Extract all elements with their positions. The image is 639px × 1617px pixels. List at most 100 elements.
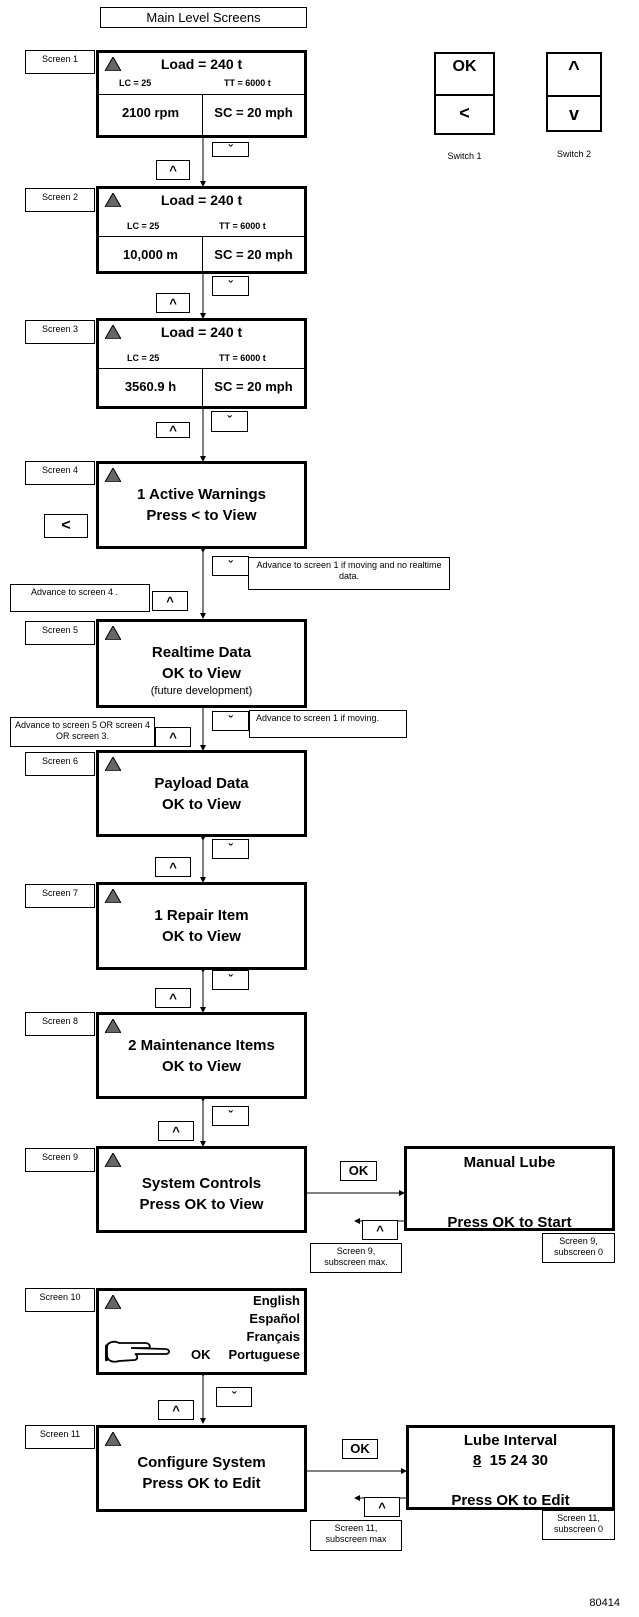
figure-id: 80414 [589,1597,620,1609]
up-key[interactable]: ^ [158,1121,194,1141]
up-key[interactable]: ^ [155,857,191,877]
warning-icon [105,889,121,903]
screen-11-subscreen-0-tag: Screen 11, subscreen 0 [542,1510,615,1540]
switch-1[interactable]: OK < [434,52,495,135]
down-key[interactable]: ˇ [211,411,248,432]
up-key[interactable]: ^ [158,1400,194,1420]
tt-label: TT = 6000 t [219,353,266,363]
down-key[interactable]: ˇ [212,142,249,157]
up-key[interactable]: ^ [364,1497,400,1517]
screen-5-line2: OK to View [162,665,241,682]
speed-value: SC = 20 mph [214,105,293,120]
down-key-label: v [568,104,579,124]
lube-interval-footer: Press OK to Edit [451,1492,570,1509]
screen-9-subscreen-0-tag: Screen 9, subscreen 0 [542,1233,615,1263]
lc-label: LC = 25 [119,78,152,88]
screen-5-tag: Screen 5 [25,621,95,645]
lc-label: LC = 25 [127,221,160,231]
screen-6-line1: Payload Data [154,775,249,792]
left-key[interactable]: < [44,514,88,538]
warning-icon [105,325,121,339]
screen-1: Load = 240 t LC = 25 TT = 6000 t 2100 rp… [96,50,307,138]
warning-icon [105,468,121,482]
down-key[interactable]: ˇ [212,1106,249,1126]
up-key[interactable]: ^ [156,422,190,438]
lube-interval-subscreen: Lube Interval 8 15 24 30 Press OK to Edi… [406,1425,615,1510]
up-key[interactable]: ^ [152,591,188,611]
down-key[interactable]: ˇ [212,556,249,576]
down-key[interactable]: ˇ [212,970,249,990]
warning-icon [105,757,121,771]
screen-7-line1: 1 Repair Item [154,907,249,924]
distance-value: 10,000 m [123,247,178,262]
lube-interval-values: 8 15 24 30 [409,1450,612,1471]
screen-5: Realtime Data OK to View (future develop… [96,619,307,708]
ok-key[interactable]: OK [342,1439,378,1459]
up-key[interactable]: ^ [155,727,191,747]
screen-3-tag: Screen 3 [25,320,95,344]
up-key[interactable]: ^ [155,988,191,1008]
warning-icon [105,1295,121,1309]
screen-9-line1: System Controls [141,1175,262,1192]
lang-espanol: Español [249,1311,300,1326]
lube-interval-options: 15 24 30 [489,1452,549,1469]
lang-english: English [253,1293,300,1308]
screen-6-tag: Screen 6 [25,752,95,776]
lube-interval-selected: 8 [472,1452,482,1469]
warning-icon [105,1019,121,1033]
ok-key[interactable]: OK [340,1161,377,1181]
screen-2-tag: Screen 2 [25,188,95,212]
warning-icon [105,1432,121,1446]
load-label: Load = 240 t [160,324,243,340]
screen-9-tag: Screen 9 [25,1148,95,1172]
speed-value: SC = 20 mph [214,379,293,394]
screen-5-line1: Realtime Data [151,644,252,661]
screen-8: 2 Maintenance Items OK to View [96,1012,307,1099]
up-key[interactable]: ^ [362,1220,398,1240]
speed-value: SC = 20 mph [214,247,293,262]
screen-11-line2: Press OK to Edit [142,1475,261,1492]
up-key-label: ^ [568,58,580,80]
down-key[interactable]: ˇ [212,276,249,296]
note-advance-screen-1-moving: Advance to screen 1 if moving. [249,710,407,738]
note-advance-screen-1-no-realtime: Advance to screen 1 if moving and no rea… [248,557,450,590]
screen-8-line1: 2 Maintenance Items [128,1037,275,1054]
screen-11-line1: Configure System [137,1454,266,1471]
screen-4-line1: 1 Active Warnings [137,486,266,503]
lube-interval-title: Lube Interval [463,1432,558,1449]
screen-11: Configure System Press OK to Edit [96,1425,307,1512]
up-key[interactable]: ^ [156,160,190,180]
manual-lube-subscreen: Manual Lube Press OK to Start [404,1146,615,1231]
screen-7-tag: Screen 7 [25,884,95,908]
switch-1-label: Switch 1 [447,151,482,161]
screen-9: System Controls Press OK to View [96,1146,307,1233]
screen-4-line2: Press < to View [146,507,257,524]
screen-2: Load = 240 t LC = 25 TT = 6000 t 10,000 … [96,186,307,274]
screen-8-tag: Screen 8 [25,1012,95,1036]
screen-4-tag: Screen 4 [25,461,95,485]
screen-11-subscreen-max-tag: Screen 11, subscreen max [310,1520,402,1551]
lang-francais: Français [246,1329,300,1344]
down-key[interactable]: ˇ [212,839,249,859]
screen-1-tag: Screen 1 [25,50,95,74]
rpm-value: 2100 rpm [121,105,180,120]
lc-label: LC = 25 [127,353,160,363]
down-key[interactable]: ˇ [212,711,249,731]
diagram-title: Main Level Screens [100,7,307,28]
warning-icon [105,57,121,71]
manual-lube-title: Manual Lube [463,1154,556,1171]
lang-portuguese: Portuguese [228,1347,300,1362]
screen-10: English Español Français Portuguese OK [96,1288,307,1375]
hours-value: 3560.9 h [124,379,177,394]
switch-2[interactable]: ^ v [546,52,602,132]
screen-10-tag: Screen 10 [25,1288,95,1312]
screen-5-line3: (future development) [150,685,253,697]
note-advance-screen-5-4-3: Advance to screen 5 OR screen 4 OR scree… [10,717,155,747]
load-label: Load = 240 t [160,192,243,208]
tt-label: TT = 6000 t [219,221,266,231]
switch-2-label: Switch 2 [556,149,591,159]
down-key[interactable]: ˇ [216,1387,252,1407]
left-key-label: < [459,103,470,123]
up-key[interactable]: ^ [156,293,190,313]
screen-9-line2: Press OK to View [139,1196,264,1213]
